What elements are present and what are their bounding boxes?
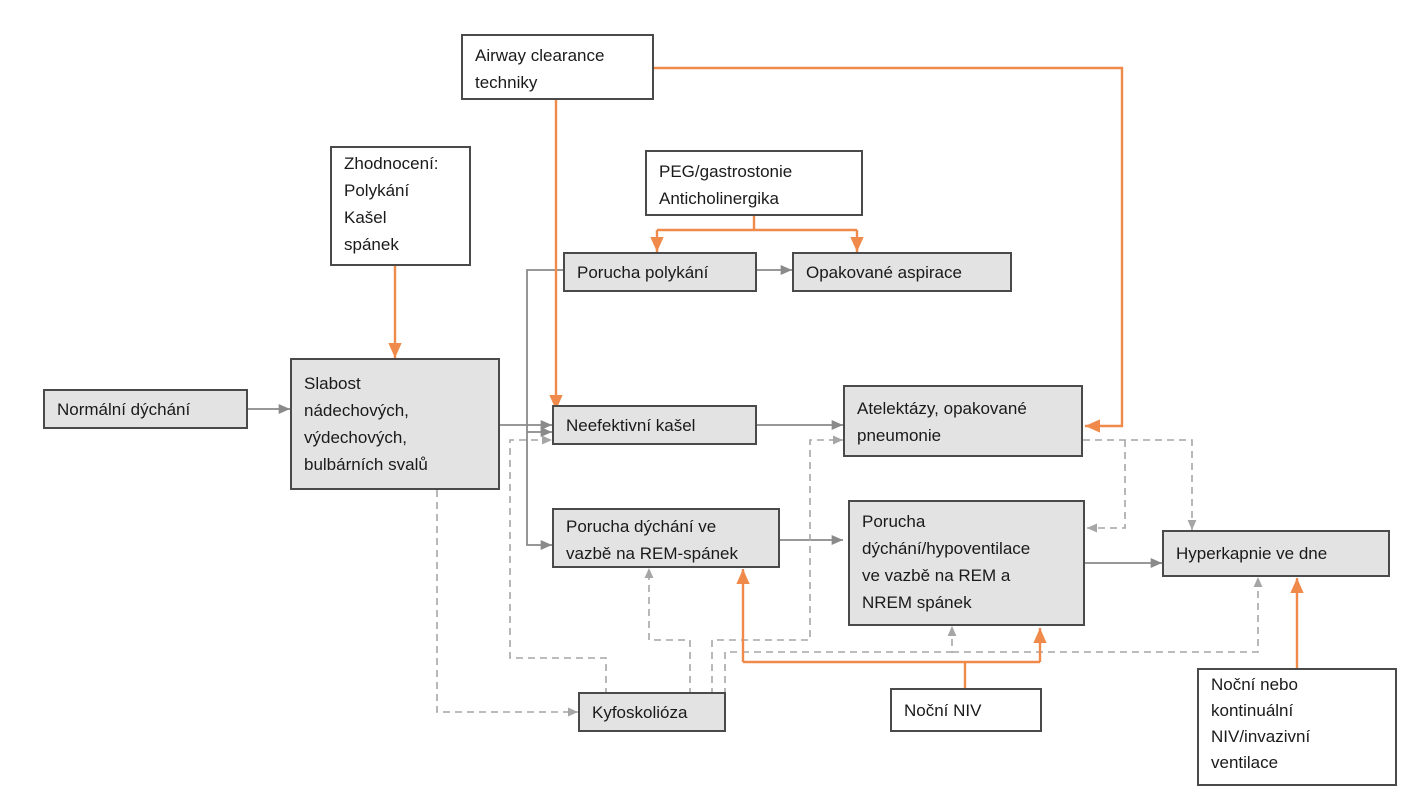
node-label-line: Porucha dýchání ve <box>566 517 717 536</box>
node-nrem-hypoventilation: Porucha dýchání/hypoventilace ve vazbě na … <box>848 500 1085 626</box>
node-atelectasis-pneumonia: Atelektázy, opakované pneumonie <box>843 385 1083 457</box>
node-label-line: Neefektivní kašel <box>566 415 696 435</box>
node-label-line: NIV/invazivní <box>1211 727 1311 746</box>
node-label-line: dýchání/hypoventilace <box>862 539 1031 558</box>
node-label-line: bulbárních svalů <box>304 455 428 474</box>
node-label-line: Noční nebo <box>1211 675 1298 694</box>
node-label-line: výdechových, <box>304 428 407 447</box>
node-muscle-weakness: Slabost nádechových, výdechových, bulbárníc… <box>290 358 500 490</box>
node-kyphoscoliosis: Kyfoskolióza <box>578 692 726 732</box>
node-label-line: nádechových, <box>304 401 409 420</box>
node-label-line: Normální dýchání <box>57 399 191 419</box>
edge-atelectasis-to-hypercapnia <box>1083 439 1197 530</box>
node-label-line: pneumonie <box>857 426 942 445</box>
node-normal-breathing: Normální dýchání <box>43 389 248 429</box>
node-label-line: ve vazbě na REM a <box>862 566 1011 585</box>
node-airway-clearance: Airway clearance techniky <box>461 34 654 100</box>
node-repeated-aspiration: Opakované aspirace <box>792 252 1012 292</box>
node-label-line: vazbě na REM-spánek <box>566 544 738 563</box>
node-label-line: Slabost <box>304 374 361 393</box>
node-label-line: ventilace <box>1211 753 1279 772</box>
node-label-line: Anticholinergika <box>659 189 780 208</box>
edge-airway-to-atelectasis <box>654 66 1124 433</box>
node-ineffective-cough: Neefektivní kašel <box>552 405 757 445</box>
edge-atelectasis-to-nrem <box>1087 440 1126 533</box>
edge-peg-split <box>657 216 857 232</box>
node-label-line: Noční NIV <box>904 700 982 720</box>
node-nocturnal-niv: Noční NIV <box>890 688 1042 732</box>
edge-kypho-to-hypercapnia <box>952 577 1263 653</box>
node-label-line: Opakované aspirace <box>806 262 962 282</box>
edge-kypho-to-nrem <box>724 626 957 695</box>
node-label-line: Polykání <box>344 181 410 200</box>
node-label-line: Kyfoskolióza <box>592 702 688 722</box>
node-label-line: kontinuální <box>1211 701 1294 720</box>
node-label-line: Airway clearance <box>475 46 605 65</box>
node-label-line: Porucha polykání <box>577 262 709 282</box>
node-daytime-hypercapnia: Hyperkapnie ve dne <box>1162 530 1390 577</box>
node-rem-breathing-disorder: Porucha dýchání ve vazbě na REM-spánek <box>552 508 780 568</box>
node-label-line: Zhodnocení: <box>344 154 439 173</box>
edge-nocniv-stem <box>743 660 1040 688</box>
node-label-line: techniky <box>475 73 538 92</box>
node-label-line: spánek <box>344 235 399 254</box>
edge-kypho-to-atelectasis <box>711 435 843 695</box>
node-label-line: Kašel <box>344 208 387 227</box>
node-label-line: Hyperkapnie ve dne <box>1176 544 1328 563</box>
node-label-line: PEG/gastrostonie <box>659 162 793 181</box>
edge-weakness-to-kypho <box>436 490 578 717</box>
edge-kypho-to-cough <box>509 435 607 695</box>
edge-kypho-to-rem <box>644 568 691 695</box>
node-label-line: NREM spánek <box>862 593 972 612</box>
edge-swallow-branch-trunk <box>526 269 563 551</box>
node-label-line: Porucha <box>862 512 926 531</box>
node-label-line: Atelektázy, opakované <box>857 399 1027 418</box>
node-swallowing-disorder: Porucha polykání <box>563 252 757 292</box>
